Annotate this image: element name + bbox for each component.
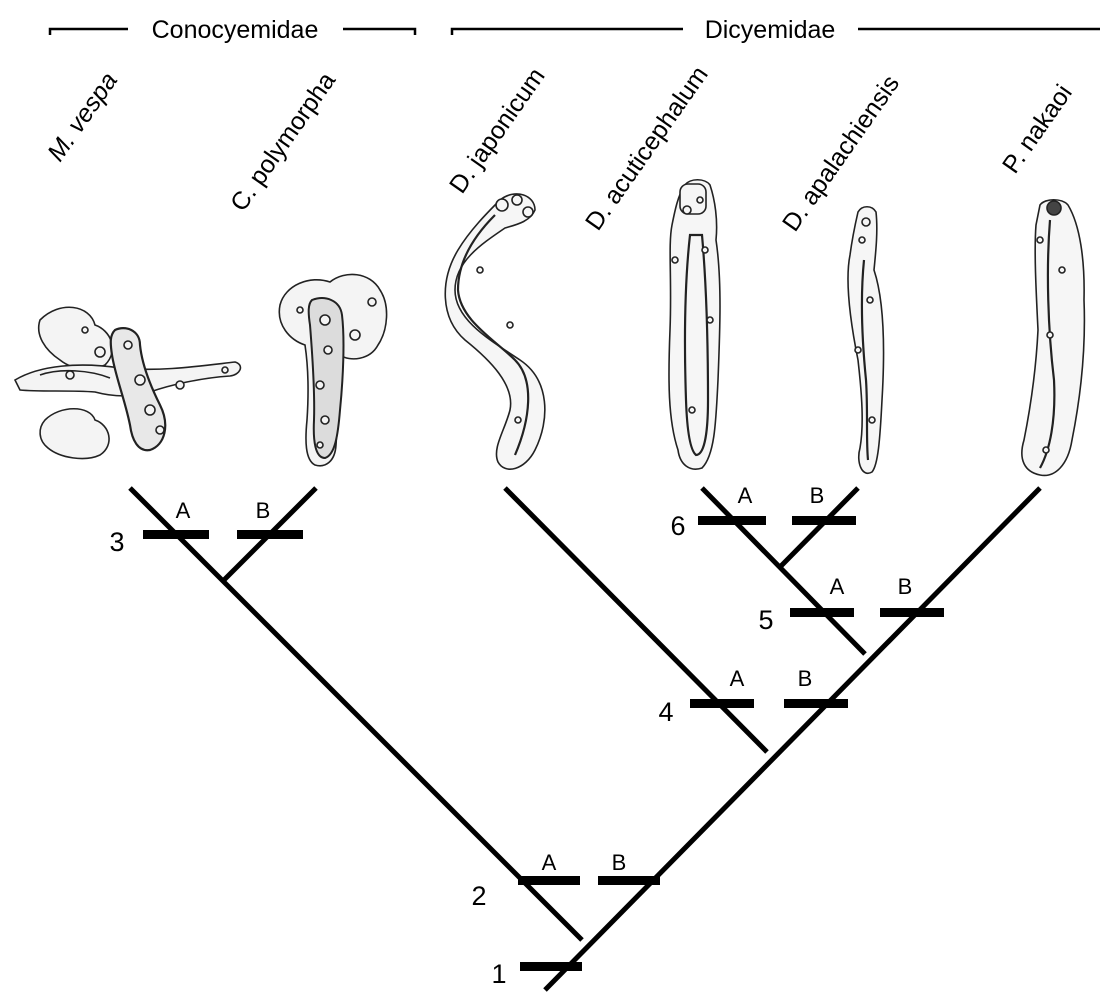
bar-6a — [698, 516, 766, 525]
node-label-4: 4 — [658, 697, 673, 727]
organism-d-apalachiensis-illustration — [848, 207, 883, 474]
bar-3a — [143, 530, 209, 539]
bar-5b — [880, 608, 944, 617]
node-4-mark-a: A — [730, 666, 745, 691]
node-3-mark-a: A — [176, 498, 191, 523]
organism-d-acuticephalum-illustration — [669, 180, 720, 469]
family-label-dicyemidae: Dicyemidae — [705, 16, 836, 44]
node-2-mark-b: B — [612, 850, 627, 875]
node-label-3: 3 — [109, 527, 124, 557]
node-label-2: 2 — [471, 881, 486, 911]
node-2-mark-a: A — [542, 850, 557, 875]
bar-4b — [784, 699, 848, 708]
node-label-1: 1 — [491, 959, 506, 989]
bar-2b — [598, 876, 660, 885]
bar-1 — [520, 962, 582, 971]
node-4-mark-b: B — [798, 666, 813, 691]
node-label-5: 5 — [758, 605, 773, 635]
species-label-c-polymorpha: C. polymorpha — [225, 67, 341, 216]
bar-5a — [790, 608, 854, 617]
species-label-p-nakaoi: P. nakaoi — [997, 80, 1078, 179]
node-6-mark-a: A — [738, 483, 753, 508]
node-3-mark-b: B — [256, 498, 271, 523]
organism-c-polymorpha-illustration — [279, 274, 386, 465]
branch-d-japonicum — [505, 488, 767, 752]
node-5-mark-a: A — [830, 574, 845, 599]
family-bracket-conocyemidae: Conocyemidae — [50, 16, 415, 44]
bar-6b — [792, 516, 856, 525]
species-label-d-japonicum: D. japonicum — [444, 63, 551, 199]
node-5-mark-b: B — [898, 574, 913, 599]
bar-4a — [690, 699, 754, 708]
node-6-mark-b: B — [810, 483, 825, 508]
family-bracket-dicyemidae: Dicyemidae — [452, 16, 1100, 44]
family-label-conocyemidae: Conocyemidae — [152, 16, 319, 44]
bar-3b — [237, 530, 303, 539]
organism-m-vespa-illustration — [15, 307, 240, 458]
node-label-6: 6 — [670, 511, 685, 541]
branch-conocyemidae — [130, 488, 582, 940]
organism-d-japonicum-illustration — [445, 194, 545, 469]
branch-d-acuticephalum — [702, 488, 865, 654]
tree-branches — [130, 488, 1040, 990]
bar-2a — [518, 876, 580, 885]
branch-p-nakaoi — [545, 488, 1040, 990]
species-label-m-vespa: M. vespa — [42, 67, 123, 166]
species-label-d-apalachiensis: D. apalachiensis — [777, 70, 905, 236]
organism-p-nakaoi-illustration — [1022, 200, 1085, 476]
